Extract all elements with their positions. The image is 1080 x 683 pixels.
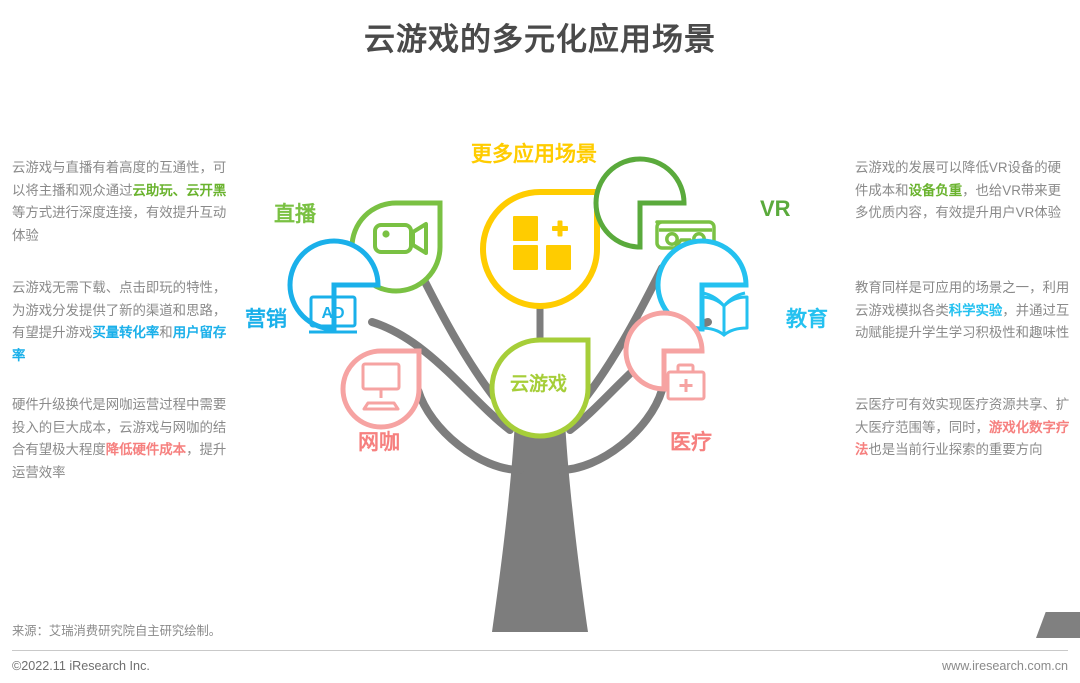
text-segment: ，也给VR带来更多优质内容，有效提升用户VR体验 [855, 182, 1062, 221]
vr-goggles-icon [655, 220, 716, 250]
text-segment: 教育同样是可应用的场景之一，利用云游戏模拟各类 [855, 280, 1070, 318]
text-segment: 买量转化率 [92, 325, 160, 340]
text-segment: 降低硬件成本 [105, 442, 187, 457]
node-vr-leaf [593, 156, 687, 250]
website-url: www.iresearch.com.cn [942, 659, 1068, 673]
node-internet-cafe[interactable] [340, 348, 422, 430]
text-segment: 等方式进行深度连接，有效提升互动体验 [12, 205, 227, 243]
node-more-scenarios[interactable] [480, 189, 600, 309]
left-note-internet-cafe: 硬件升级换代是网咖运营过程中需要投入的巨大成本，云游戏与网咖的结合有望极大程度降… [12, 394, 230, 484]
node-label-vr: VR [760, 196, 791, 221]
open-book-icon [699, 291, 749, 337]
text-segment: 科学实验 [948, 302, 1003, 318]
node-cloud-gaming-leaf [489, 337, 591, 439]
text-segment: 用户留存率 [12, 325, 227, 363]
source-note: 来源：艾瑞消费研究院自主研究绘制。 [12, 624, 222, 638]
branch-to-medical [556, 386, 666, 474]
text-segment: 也是当前行业探索的重要方向 [868, 442, 1043, 457]
node-medical-leaf [623, 310, 705, 392]
text-segment: 游戏化数字疗法 [855, 419, 1070, 458]
text-segment: 和 [159, 325, 173, 340]
text-segment: 设备负重 [908, 182, 963, 198]
node-more-scenarios-leaf [480, 189, 600, 309]
left-note-live-streaming: 云游戏与直播有着高度的互通性，可以将主播和观众通过云助玩、云开黑等方式进行深度连… [12, 157, 230, 247]
text-segment: 云助玩、云开黑 [132, 182, 227, 198]
node-label-medical: 医疗 [670, 431, 712, 454]
copyright-text: ©2022.11 iResearch Inc. [12, 659, 150, 673]
branch-to-internet-cafe [414, 386, 524, 474]
ad-screen-icon: AD [309, 295, 357, 334]
video-camera-icon [373, 222, 428, 255]
text-segment: ，并通过互动赋能提升学生学习积极性和趣味性 [855, 302, 1070, 341]
text-segment: 云医疗可有效实现医疗资源共享、扩大医疗范围等，同时， [855, 397, 1070, 435]
desktop-monitor-icon [361, 362, 401, 411]
text-segment: 硬件升级换代是网咖运营过程中需要投入的巨大成本，云游戏与网咖的结合有望极大程度 [12, 397, 227, 457]
footer-divider [12, 650, 1068, 651]
node-label-more-scenarios: 更多应用场景 [471, 143, 597, 166]
node-label-cloud-gaming: 云游戏 [510, 374, 568, 395]
text-segment: 云游戏与直播有着高度的互通性，可以将主播和观众通过 [12, 160, 227, 198]
grid-plus-icon [513, 216, 571, 270]
node-marketing[interactable]: AD [287, 238, 381, 334]
node-medical[interactable] [623, 310, 706, 401]
left-note-marketing: 云游戏无需下载、点击即玩的特性，为游戏分发提供了新的渠道和思路，有望提升游戏买量… [12, 277, 230, 367]
node-vr[interactable] [593, 156, 716, 250]
text-segment: 云游戏的发展可以降低VR设备的硬件成本和 [855, 160, 1062, 198]
text-segment: ，提升运营效率 [12, 442, 227, 480]
medical-kit-icon [666, 363, 706, 401]
right-note-medical: 云医疗可有效实现医疗资源共享、扩大医疗范围等，同时，游戏化数字疗法也是当前行业探… [855, 394, 1073, 462]
right-note-vr: 云游戏的发展可以降低VR设备的硬件成本和设备负重，也给VR带来更多优质内容，有效… [855, 157, 1073, 225]
text-segment: 云游戏无需下载、点击即玩的特性，为游戏分发提供了新的渠道和思路，有望提升游戏 [12, 280, 227, 340]
right-note-education: 教育同样是可应用的场景之一，利用云游戏模拟各类科学实验，并通过互动赋能提升学生学… [855, 277, 1073, 345]
branch-to-marketing [368, 318, 514, 434]
node-label-internet-cafe: 网咖 [358, 431, 400, 454]
node-label-education: 教育 [786, 308, 828, 331]
node-cloud-gaming-center[interactable] [489, 337, 591, 439]
page-title: 云游戏的多元化应用场景 [364, 22, 716, 57]
node-label-live-streaming: 直播 [274, 203, 316, 226]
node-label-marketing: 营销 [245, 308, 287, 331]
svg-text:AD: AD [321, 305, 344, 322]
